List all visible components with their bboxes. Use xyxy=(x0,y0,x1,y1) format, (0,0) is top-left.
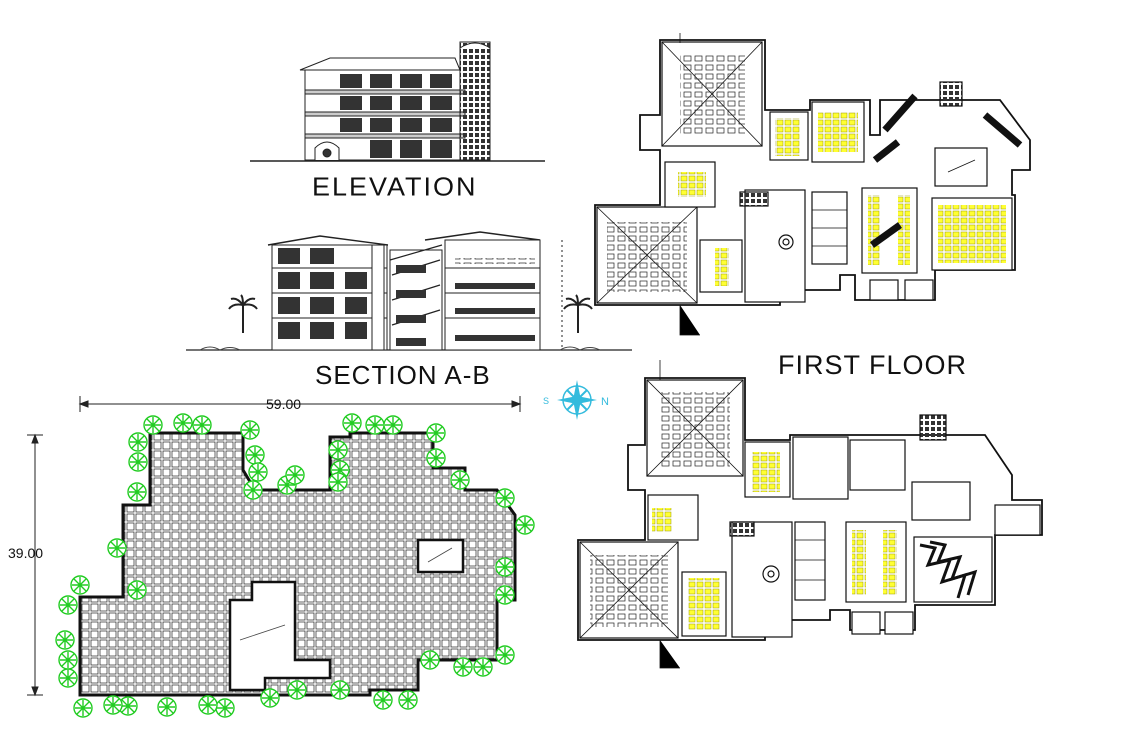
lower-floor-plan xyxy=(577,360,1043,669)
first-floor-title: FIRST FLOOR xyxy=(778,350,968,380)
elevation-title: ELEVATION xyxy=(312,172,478,202)
width-dimension xyxy=(78,396,522,412)
section-drawing xyxy=(186,231,632,351)
roof-plan xyxy=(27,396,535,718)
upper-floor-plan xyxy=(594,33,1031,336)
height-dimension xyxy=(27,433,43,697)
compass-icon: N S xyxy=(543,380,609,420)
elevation-drawing xyxy=(250,41,545,162)
section-title: SECTION A-B xyxy=(315,360,491,390)
height-dimension-label: 39.00 xyxy=(8,545,44,561)
compass-n-label: N xyxy=(601,396,609,408)
compass-s-label: S xyxy=(543,396,549,406)
width-dimension-label: 59.00 xyxy=(266,396,302,412)
